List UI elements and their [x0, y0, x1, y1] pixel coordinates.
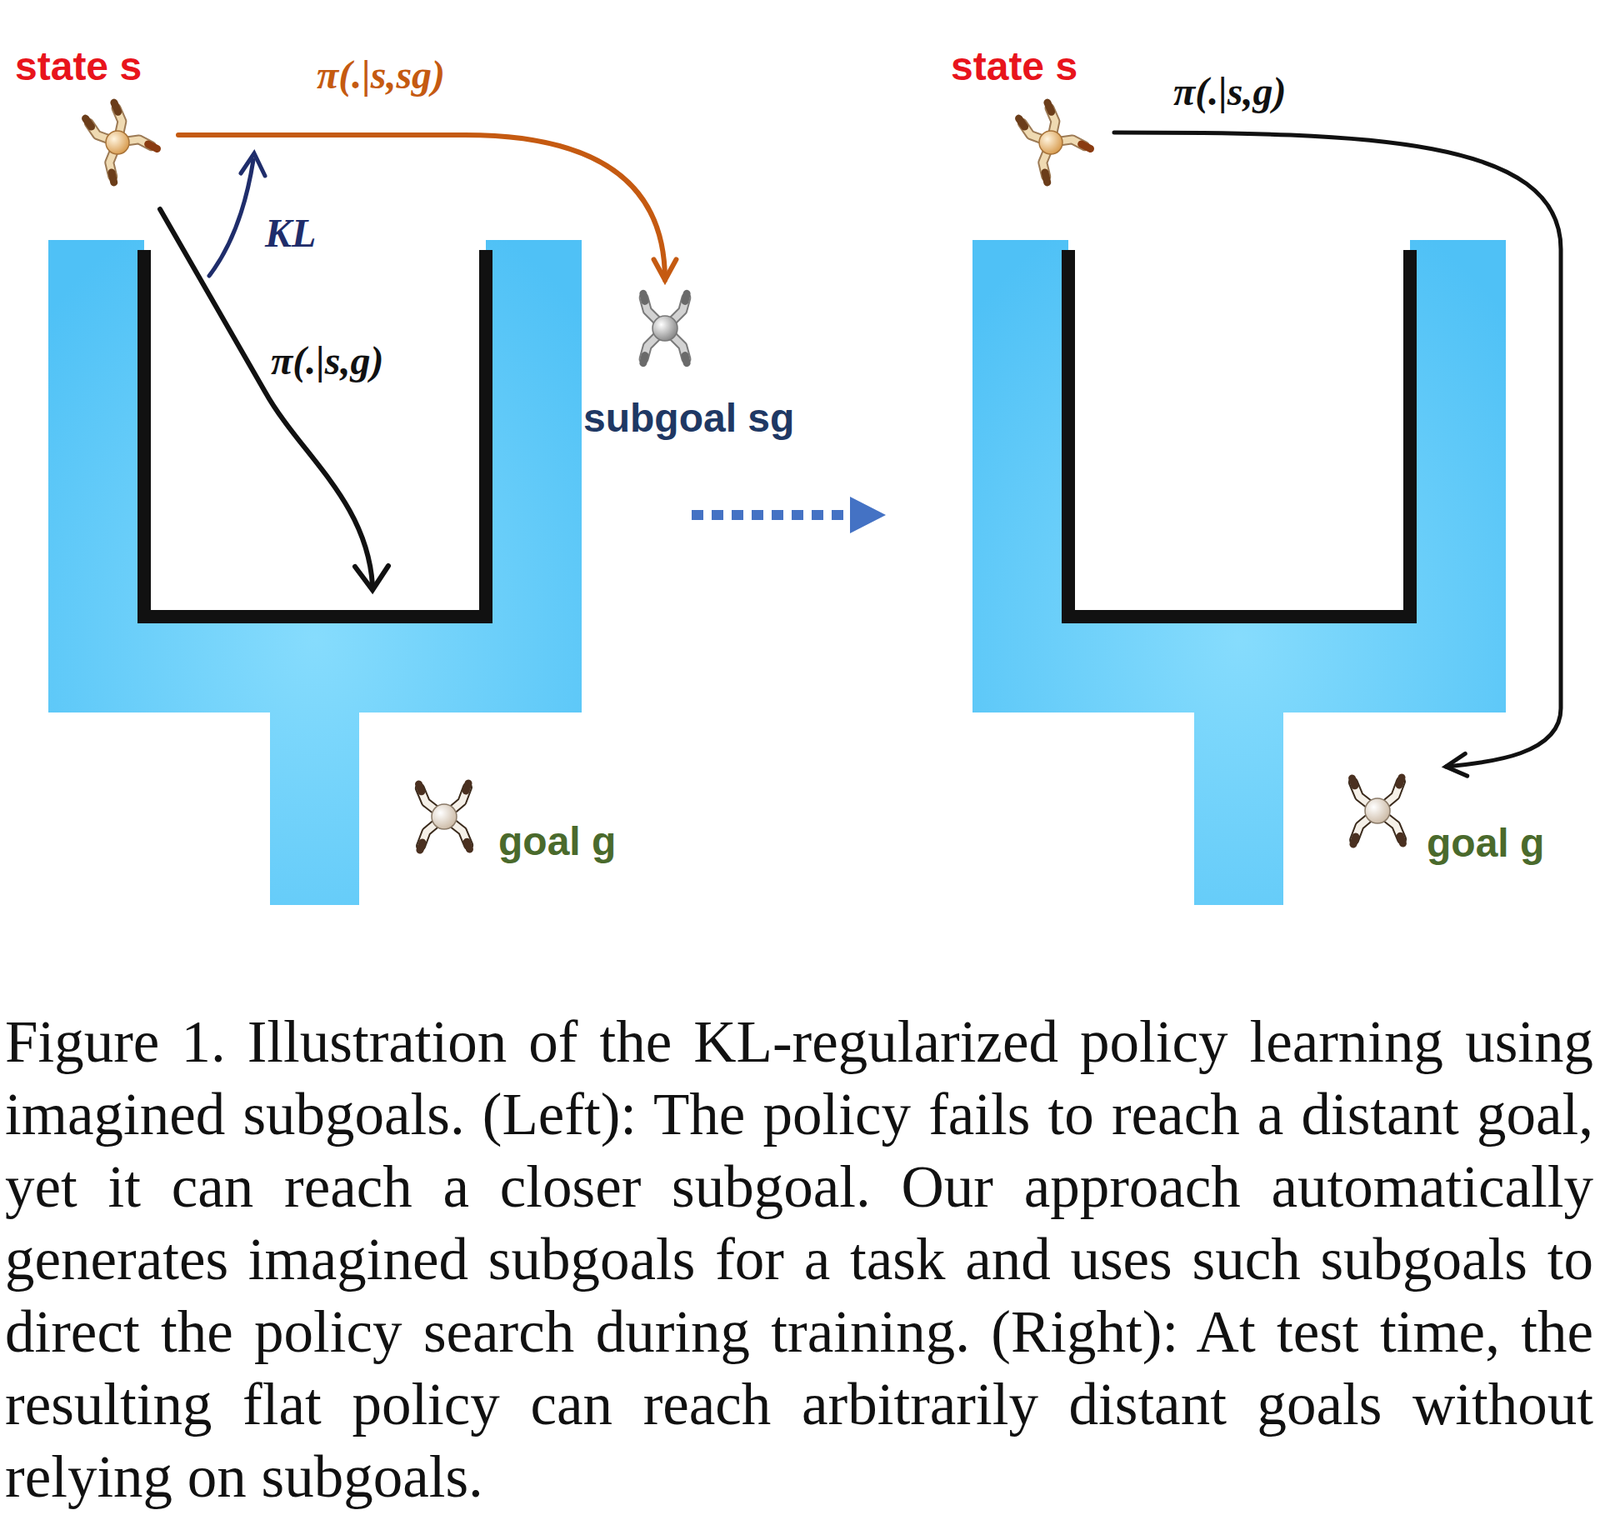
policy-label: π(.|s,g)	[270, 337, 384, 385]
arrow-head	[1445, 753, 1468, 776]
subgoal-policy-arrow	[178, 135, 676, 280]
subgoal-state: subgoal sg	[575, 283, 817, 450]
goal-state: goal g	[1329, 768, 1555, 872]
trajectory-arrow	[160, 209, 373, 585]
subgoal-icon	[636, 293, 694, 363]
goal-icon	[412, 783, 476, 850]
figure-caption: Figure 1. Illustration of the KL-regular…	[5, 1005, 1594, 1514]
agent-icon	[1015, 102, 1091, 183]
goal-policy-arrow	[1114, 132, 1561, 776]
maze-edge	[144, 250, 486, 617]
policy-label: π(.|s,sg)	[316, 51, 445, 99]
maze-wall	[972, 240, 1506, 905]
agent-icon	[81, 102, 158, 183]
goal-icon	[1345, 777, 1410, 845]
goal-state: goal g	[391, 766, 642, 875]
arrow-head	[240, 153, 265, 176]
node-label: goal g	[1426, 820, 1545, 867]
node-label: state s	[15, 43, 142, 90]
maze-wall	[48, 240, 582, 905]
arrow-head	[355, 565, 389, 590]
kl-label: KL	[265, 210, 316, 257]
connector-line	[1114, 132, 1561, 767]
transition-arrow	[691, 510, 850, 520]
arrow-head	[850, 496, 886, 534]
connector-line	[178, 135, 665, 280]
maze-right	[972, 240, 1506, 905]
node-label: state s	[950, 43, 1078, 90]
maze-edge	[1068, 250, 1410, 617]
kl-arrow	[209, 160, 254, 276]
node-label: goal g	[498, 818, 616, 865]
policy-label: π(.|s,g)	[1173, 68, 1286, 115]
start-state: state s	[8, 33, 175, 192]
start-state: state s	[944, 33, 1111, 192]
maze-left	[48, 240, 582, 905]
arrow-head	[654, 259, 677, 280]
node-label: subgoal sg	[583, 395, 795, 442]
